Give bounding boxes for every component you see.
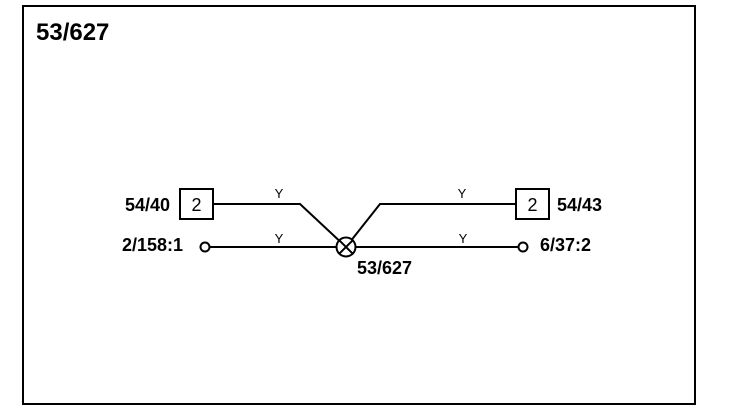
left-top-connector-ref: 54/40 [125, 195, 170, 215]
right-bottom-terminal-ref: 6/37:2 [540, 235, 591, 255]
wire-right-bottom-color: Y [459, 231, 468, 246]
wire-left-top-color: Y [275, 186, 284, 201]
wire-left-top [213, 203, 347, 248]
right-top-connector-pin: 2 [527, 195, 537, 215]
splice-label: 53/627 [357, 258, 412, 278]
diagram-frame [22, 5, 696, 405]
splice-icon [335, 236, 357, 258]
left-top-connector-pin: 2 [191, 195, 201, 215]
left-bottom-terminal [199, 241, 211, 253]
diagram-title: 53/627 [36, 19, 109, 46]
left-bottom-terminal-ref: 2/158:1 [122, 235, 183, 255]
wire-right-top-color: Y [458, 186, 467, 201]
wire-left-bottom-color: Y [275, 231, 284, 246]
wire-right-top [345, 203, 516, 248]
right-top-connector-ref: 54/43 [557, 195, 602, 215]
left-top-connector-box [179, 188, 214, 220]
right-bottom-terminal [517, 241, 529, 253]
